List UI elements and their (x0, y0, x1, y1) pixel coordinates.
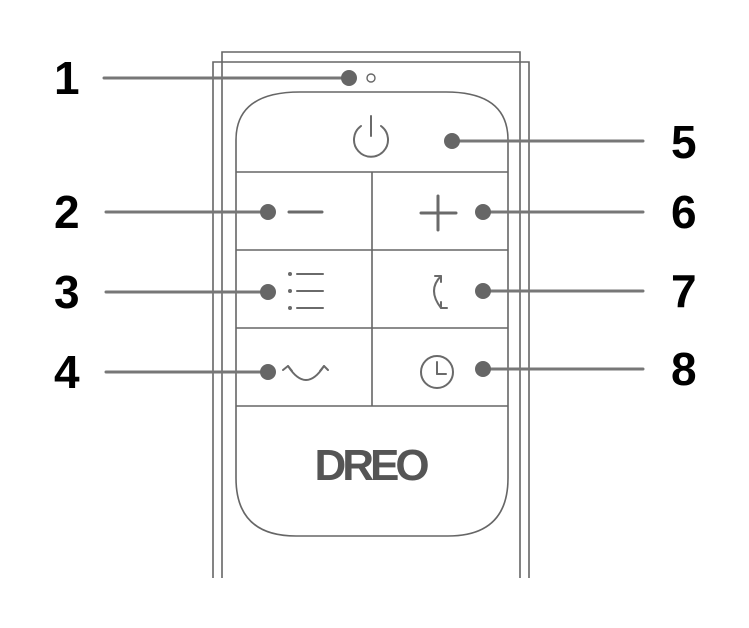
dot-3 (260, 284, 276, 300)
oscillation-button[interactable] (282, 365, 329, 381)
power-button[interactable] (353, 115, 389, 158)
clock-icon (420, 355, 454, 389)
dot-5 (444, 133, 460, 149)
brand-logo: DREO (314, 441, 428, 490)
callout-number-7: 7 (671, 265, 697, 317)
oscillation-icon (282, 365, 329, 381)
dot-2 (260, 204, 276, 220)
remote-top-edge (221, 51, 521, 62)
remote-outer-frame (212, 61, 530, 578)
rotate-icon (433, 275, 448, 309)
face-outline (235, 91, 509, 537)
dot-4 (260, 364, 276, 380)
callout-number-3: 3 (54, 266, 80, 318)
dot-1 (341, 70, 357, 86)
list-icon (288, 272, 324, 310)
callout-number-2: 2 (54, 186, 80, 238)
rotate-button[interactable] (433, 275, 448, 309)
power-icon (353, 115, 389, 158)
mode-button[interactable] (288, 272, 324, 310)
indicator-light (366, 73, 376, 83)
callout-dots (260, 70, 491, 380)
callout-number-8: 8 (671, 343, 697, 395)
callout-number-4: 4 (54, 346, 80, 398)
dot-6 (475, 204, 491, 220)
callout-number-6: 6 (671, 186, 697, 238)
callout-numbers: 1 2 3 4 5 6 7 8 (54, 52, 697, 398)
callout-number-5: 5 (671, 116, 697, 168)
timer-button[interactable] (420, 355, 454, 389)
remote-body (212, 51, 530, 578)
dot-7 (475, 283, 491, 299)
plus-button[interactable] (419, 194, 458, 232)
callout-leaders (102, 76, 645, 374)
dot-8 (475, 361, 491, 377)
plus-icon (419, 194, 458, 232)
callout-number-1: 1 (54, 52, 80, 104)
remote-face (235, 91, 509, 537)
